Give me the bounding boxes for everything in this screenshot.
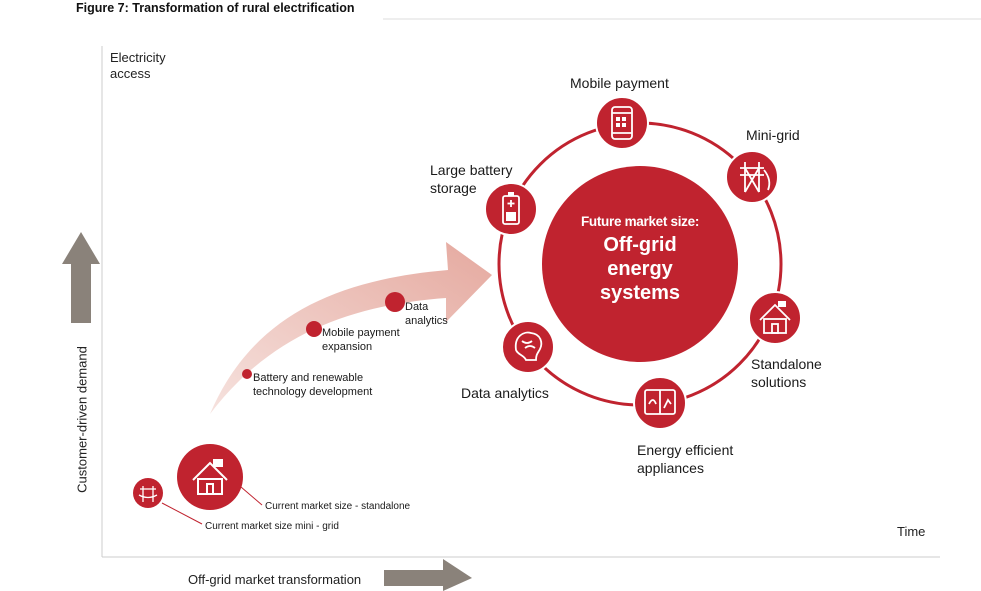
transformation-arrow [384, 559, 472, 591]
step-dot-mobile [306, 321, 322, 337]
current-minigrid-circle [133, 478, 163, 508]
future-market-text: Future market size: Off-grid energy syst… [540, 214, 740, 305]
ring-label-battery: Large battery storage [430, 162, 513, 196]
node-standalone [748, 291, 802, 345]
y-axis-label: Electricity access [110, 50, 166, 81]
current-minigrid-icon [138, 486, 158, 502]
node-appliances [633, 376, 687, 430]
step-label-data: Data analytics [405, 301, 448, 327]
x-axis-label: Time [897, 524, 926, 539]
step-dot-battery [242, 369, 252, 379]
figure-title: Figure 7: Transformation of rural electr… [76, 1, 355, 15]
ring-label-data-analytics: Data analytics [461, 385, 549, 401]
current-minigrid-label: Current market size mini - grid [205, 521, 339, 532]
step-label-mobile: Mobile payment expansion [322, 327, 400, 353]
battery-icon [502, 192, 520, 225]
mini-grid-icon [740, 162, 771, 193]
leader-minigrid [161, 502, 203, 525]
ring-label-mini-grid: Mini-grid [746, 127, 800, 143]
current-house-icon [192, 459, 228, 495]
current-standalone-label: Current market size - standalone [265, 501, 411, 512]
current-standalone-circle [177, 444, 243, 510]
step-dot-data [385, 292, 405, 312]
standalone-house-icon [759, 301, 791, 334]
step-label-battery: Battery and renewable technology develop… [253, 372, 373, 398]
ring-label-mobile-payment: Mobile payment [570, 75, 669, 91]
mobile-phone-icon [611, 106, 633, 140]
node-mini-grid [725, 150, 779, 204]
appliance-icon [644, 389, 676, 415]
ring-label-standalone: Standalone solutions [751, 356, 822, 390]
ring-label-appliances: Energy efficient appliances [637, 442, 734, 476]
demand-arrow [62, 232, 100, 323]
brain-icon [514, 331, 543, 361]
future-market-title: Off-grid energy systems [599, 234, 681, 304]
node-data-analytics [501, 320, 555, 374]
leader-standalone [240, 486, 263, 506]
node-mobile-payment [595, 96, 649, 150]
node-battery [484, 182, 538, 236]
transformation-label: Off-grid market transformation [188, 572, 362, 587]
future-market-circle [542, 166, 738, 362]
future-market-subtitle: Future market size: [580, 214, 700, 229]
transition-arrow [210, 242, 492, 414]
